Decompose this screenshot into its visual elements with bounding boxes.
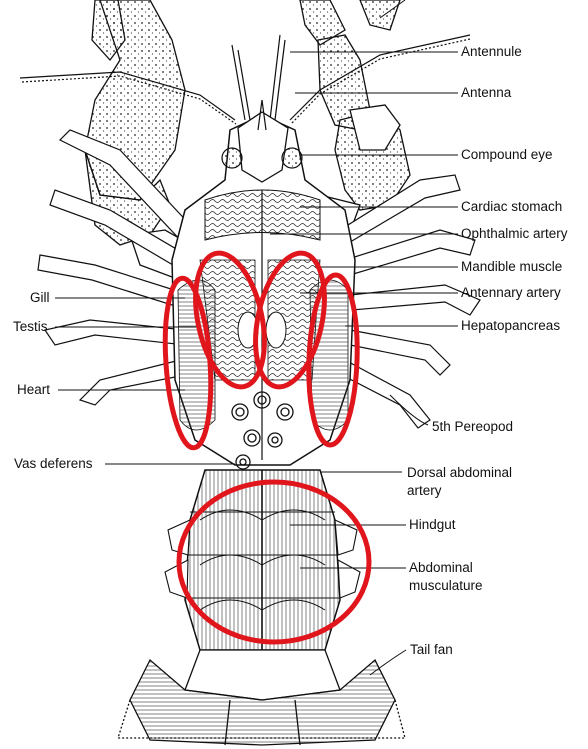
label-tail-fan: Tail fan	[410, 642, 453, 658]
label-antennary-artery: Antennary artery	[461, 285, 561, 301]
label-vas-deferens: Vas deferens	[14, 456, 93, 472]
label-compound-eye: Compound eye	[461, 147, 553, 163]
label-mandible-muscle: Mandible muscle	[461, 259, 562, 275]
label-cardiac-stomach: Cardiac stomach	[461, 199, 562, 215]
label-abdominal-musculature: Abdominal musculature	[409, 559, 509, 595]
right-walking-legs	[340, 175, 480, 428]
antennae	[20, 35, 470, 124]
tail-fan	[118, 650, 405, 745]
label-heart: Heart	[17, 382, 50, 398]
label-antennule: Antennule	[461, 44, 522, 60]
label-dorsal-abdominal-artery: Dorsal abdominal artery	[407, 464, 542, 500]
label-hindgut: Hindgut	[409, 517, 456, 533]
label-5th-pereopod: 5th Pereopod	[432, 419, 513, 435]
label-gill: Gill	[30, 290, 50, 306]
label-hepatopancreas: Hepatopancreas	[461, 318, 560, 334]
label-antenna: Antenna	[461, 85, 511, 101]
label-testis: Testis	[13, 319, 48, 335]
label-ophthalmic-artery: Ophthalmic artery	[461, 226, 568, 242]
